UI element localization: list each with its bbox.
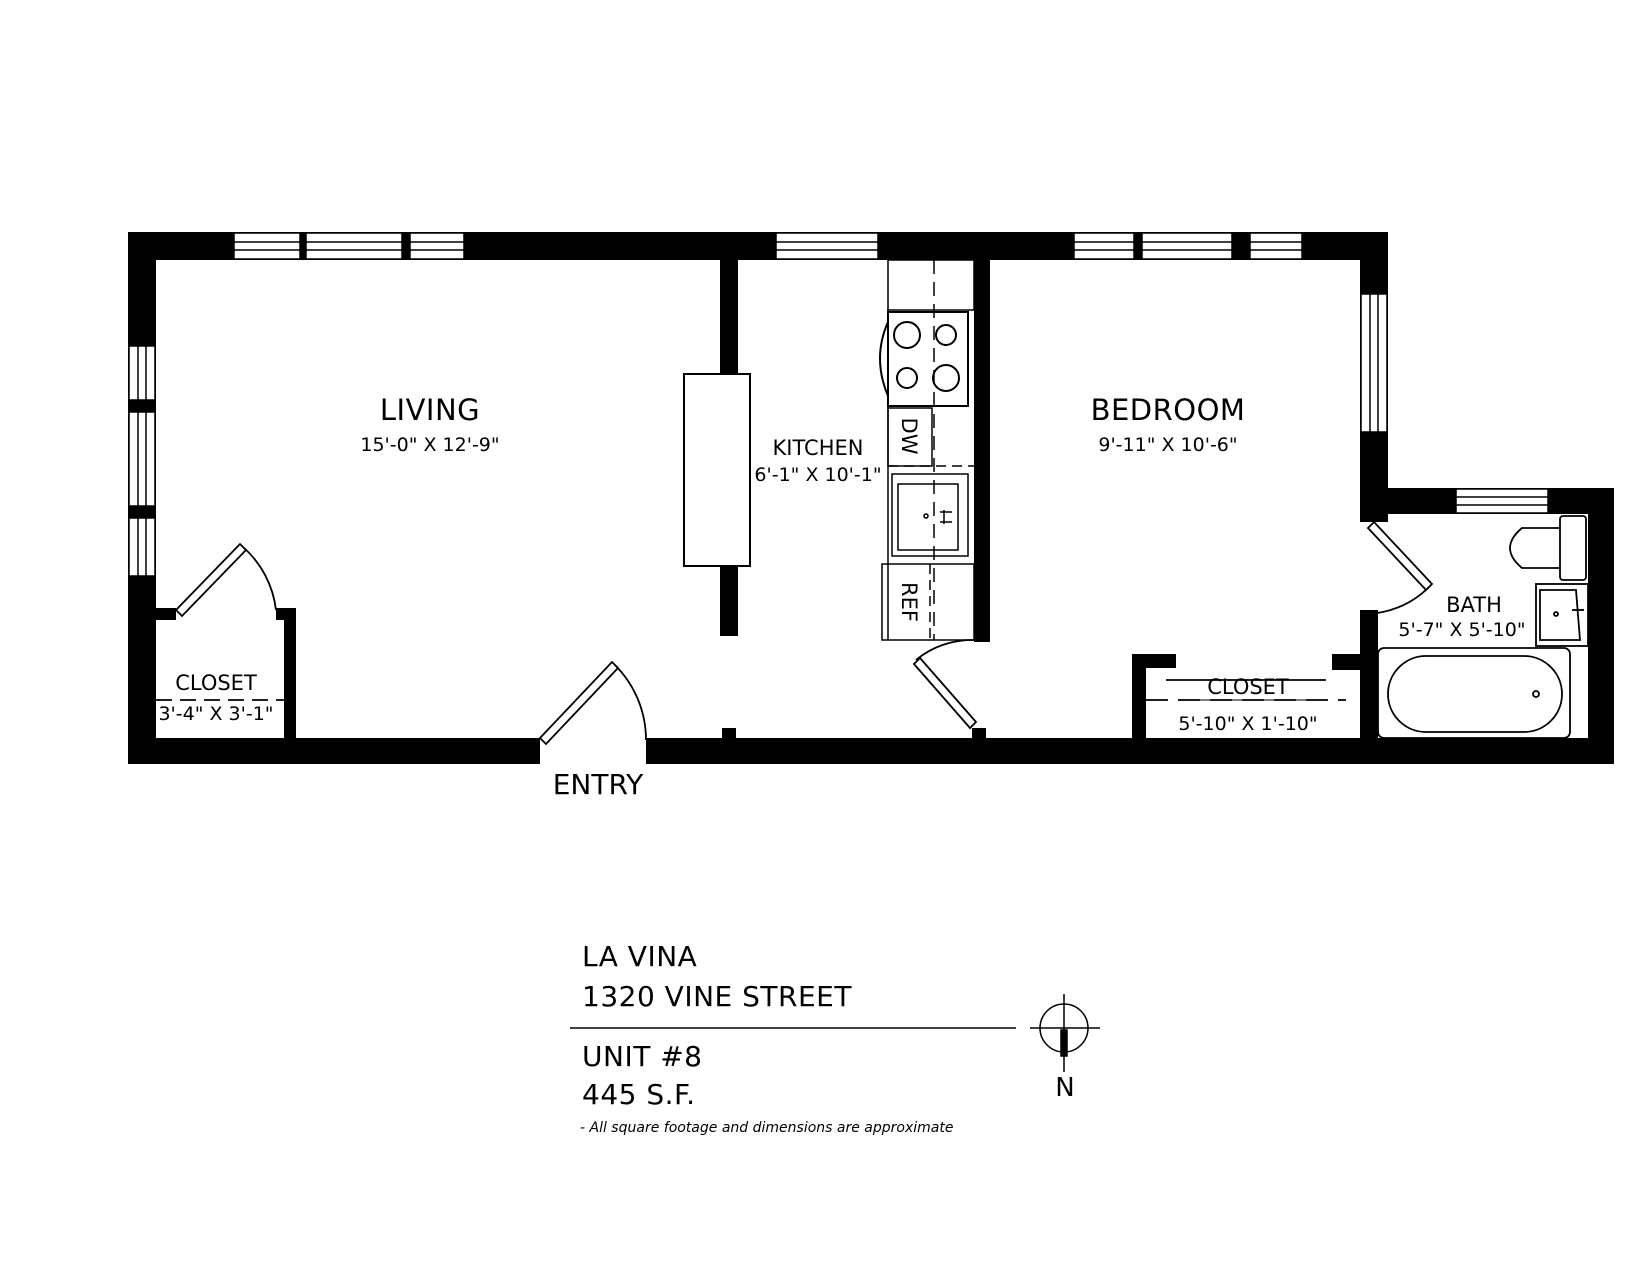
living-closet-size: 3'-4" X 3'-1" [158,703,273,725]
unit-number: UNIT #8 [582,1040,703,1073]
north-arrow-icon [1030,994,1100,1072]
bath-door[interactable] [1361,520,1434,615]
doors [156,520,1434,746]
bedroom-door[interactable] [912,639,978,730]
entry-door[interactable] [538,660,647,746]
exterior-walls [128,232,1614,764]
living-closet-name: CLOSET [175,671,257,695]
living-closet-door[interactable] [174,542,277,618]
refrigerator-icon [881,563,975,641]
building-address: 1320 VINE STREET [582,980,852,1013]
living-room-name: LIVING [380,393,480,427]
kitchen-island [683,373,751,567]
refrigerator-label: REF [897,582,921,622]
stove-icon [879,311,969,407]
bedroom-size: 9'-11" X 10'-6" [1098,434,1237,456]
unit-area: 445 S.F. [582,1078,696,1111]
bath-size: 5'-7" X 5'-10" [1398,619,1525,641]
entry-label: ENTRY [553,768,644,801]
windows [128,232,1549,577]
bedroom-closet-size: 5'-10" X 1'-10" [1178,713,1317,735]
bath-name: BATH [1446,593,1502,617]
bedroom-closet-name: CLOSET [1207,675,1289,699]
bedroom-closet-doors[interactable] [1146,679,1346,701]
dishwasher-label: DW [897,418,921,455]
kitchen-name: KITCHEN [773,436,864,460]
bedroom-name: BEDROOM [1091,393,1246,427]
kitchen-size: 6'-1" X 10'-1" [754,464,881,486]
disclaimer-note: - All square footage and dimensions are … [580,1120,954,1136]
kitchen-sink-icon [891,473,969,557]
north-label: N [1055,1073,1074,1103]
bathtub-icon [1377,647,1571,739]
bath-sink-icon [1535,583,1589,647]
building-name: LA VINA [582,940,698,973]
dishwasher-icon [887,407,933,467]
interior-walls [156,258,1378,740]
toilet-icon [1509,515,1587,581]
living-room-size: 15'-0" X 12'-9" [360,434,499,456]
